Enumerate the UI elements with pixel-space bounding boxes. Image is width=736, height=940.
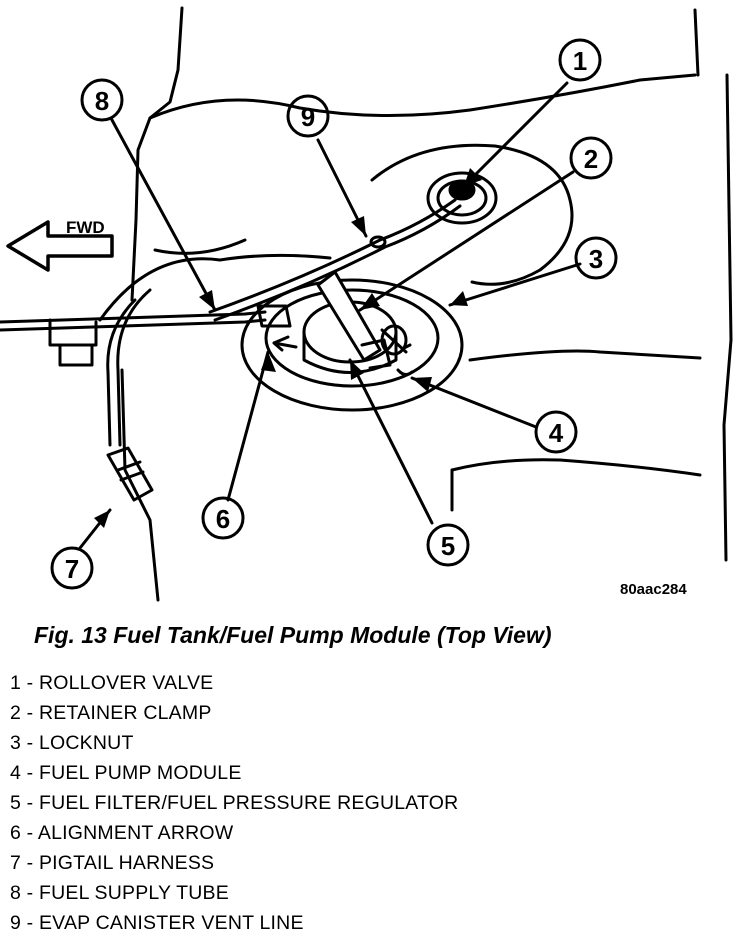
legend-item: 1 - ROLLOVER VALVE [10, 672, 214, 694]
callout-4: 4 [549, 418, 564, 448]
figure-caption: Fig. 13 Fuel Tank/Fuel Pump Module (Top … [34, 622, 552, 648]
legend-item: 7 - PIGTAIL HARNESS [10, 852, 215, 874]
callout-5: 5 [441, 531, 455, 561]
callout-circles [50, 38, 618, 590]
callout-6: 6 [216, 504, 230, 534]
legend-item: 6 - ALIGNMENT ARROW [10, 822, 234, 844]
legend-item: 5 - FUEL FILTER/FUEL PRESSURE REGULATOR [10, 792, 459, 814]
legend-item: 3 - LOCKNUT [10, 732, 134, 754]
leader-arrowheads [94, 168, 482, 528]
alignment-arrow [272, 335, 298, 352]
fuel-tank-diagram: 1 2 3 4 5 6 7 8 9 FWD 80aac284 [0, 6, 733, 602]
callout-7: 7 [65, 554, 79, 584]
callout-3: 3 [589, 244, 603, 274]
fwd-label: FWD [66, 218, 105, 237]
callout-2: 2 [584, 144, 598, 174]
legend-item: 2 - RETAINER CLAMP [10, 702, 212, 724]
retainer-clamp [316, 270, 392, 370]
callout-1: 1 [573, 46, 587, 76]
fwd-arrow [6, 220, 114, 272]
parts-legend: 1 - ROLLOVER VALVE 2 - RETAINER CLAMP 3 … [10, 668, 458, 938]
legend-item: 9 - EVAP CANISTER VENT LINE [10, 912, 304, 934]
evap-vent-line [208, 198, 462, 322]
callout-8: 8 [95, 86, 109, 116]
rollover-valve [426, 171, 498, 225]
callout-9: 9 [301, 102, 315, 132]
legend-item: 4 - FUEL PUMP MODULE [10, 762, 242, 784]
figure-code: 80aac284 [620, 581, 687, 598]
pigtail-harness [48, 253, 332, 502]
legend-item: 8 - FUEL SUPPLY TUBE [10, 882, 229, 904]
fuel-tank-outline [120, 6, 733, 602]
